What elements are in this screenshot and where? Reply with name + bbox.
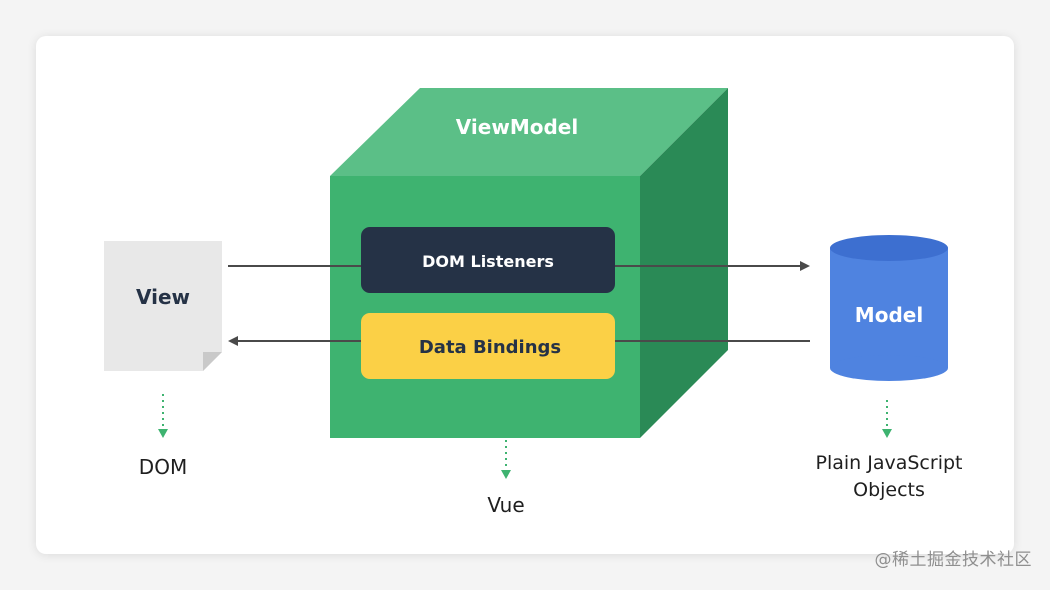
plain-js-label-line2: Objects	[853, 479, 925, 501]
dom-listeners-box: DOM Listeners	[361, 227, 615, 293]
vue-label: Vue	[487, 493, 524, 517]
cube-side-face	[640, 88, 728, 438]
dom-label: DOM	[139, 455, 187, 479]
vue-dotted-arrow	[501, 440, 511, 479]
model-cylinder-body	[830, 248, 948, 368]
dom-dotted-arrow	[158, 394, 168, 438]
cube-front-face	[330, 176, 640, 438]
plain-js-label-line1: Plain JavaScript	[816, 452, 963, 474]
dom-listeners-label: DOM Listeners	[422, 252, 554, 271]
view-document-fold	[203, 352, 222, 371]
viewmodel-cube: ViewModel	[330, 88, 728, 438]
model-label: Model	[855, 303, 923, 327]
model-cylinder-bottom	[830, 355, 948, 381]
viewmodel-label: ViewModel	[456, 115, 578, 139]
data-bindings-box: Data Bindings	[361, 313, 615, 379]
cube-top-face	[330, 88, 728, 176]
watermark: @稀土掘金技术社区	[874, 550, 1032, 570]
view-document: View	[104, 241, 222, 371]
plain-js-dotted-arrow	[882, 400, 892, 438]
model-cylinder-top	[830, 235, 948, 261]
data-bindings-label: Data Bindings	[419, 337, 561, 358]
model-cylinder: Model	[830, 235, 948, 381]
view-label: View	[136, 285, 190, 309]
view-document-shape	[104, 241, 222, 371]
